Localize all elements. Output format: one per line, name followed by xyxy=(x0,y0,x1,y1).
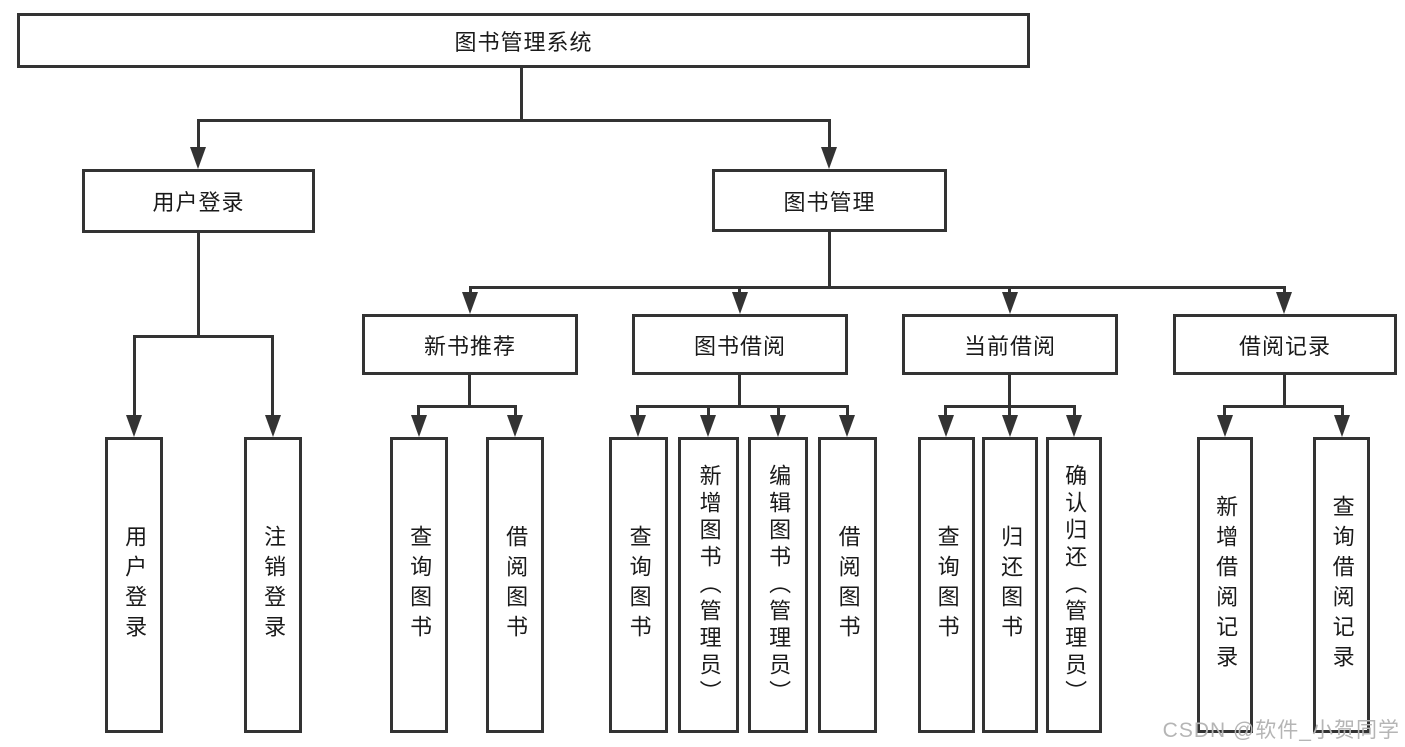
arrow-down-icon xyxy=(265,415,281,437)
connector-drop-leaf xyxy=(514,405,517,417)
connector-drop-leaf xyxy=(636,405,639,417)
leaf-label: 用户登录 xyxy=(122,525,148,645)
arrow-down-icon xyxy=(821,147,837,169)
node-label: 新书推荐 xyxy=(423,333,516,359)
leaf-label: 查询图书 xyxy=(934,525,960,645)
connector-drop-leaf xyxy=(1341,405,1344,417)
connector-root-trunk xyxy=(520,68,523,121)
leaf-label: 注销登录 xyxy=(261,525,287,645)
node-user-login: 用户登录 xyxy=(82,169,315,233)
connector-trunk xyxy=(468,375,471,407)
leaf-borrow-books-recommend: 借阅图书 xyxy=(486,437,544,733)
connector-drop-leaf xyxy=(777,405,780,417)
leaf-query-books-current: 查询图书 xyxy=(918,437,975,733)
leaf-label: 新增借阅记录 xyxy=(1213,495,1239,675)
arrow-down-icon xyxy=(411,415,427,437)
node-label: 图书借阅 xyxy=(693,333,786,359)
node-new-book-recommend: 新书推荐 xyxy=(362,314,578,375)
node-borrow-records: 借阅记录 xyxy=(1173,314,1397,375)
arrow-down-icon xyxy=(1217,415,1233,437)
arrow-down-icon xyxy=(507,415,523,437)
connector-trunk xyxy=(1283,375,1286,407)
arrow-down-icon xyxy=(126,415,142,437)
connector-drop-leaf xyxy=(1008,405,1011,417)
connector-drop-leaf xyxy=(417,405,420,417)
connector-branch xyxy=(1223,405,1344,408)
connector-trunk xyxy=(1008,375,1011,407)
connector-drop-book-borrow xyxy=(738,286,741,294)
connector-drop-leaf xyxy=(271,335,274,417)
arrow-down-icon xyxy=(190,147,206,169)
leaf-label: 查询图书 xyxy=(407,525,433,645)
connector-drop-current-borrow xyxy=(1008,286,1011,294)
node-book-management: 图书管理 xyxy=(712,169,947,232)
connector-drop-leaf xyxy=(133,335,136,417)
arrow-down-icon xyxy=(1002,415,1018,437)
leaf-label: 归还图书 xyxy=(998,525,1024,645)
connector-drop-borrow-records xyxy=(1283,286,1286,294)
leaf-label: 查询借阅记录 xyxy=(1329,495,1355,675)
connector-drop-leaf xyxy=(944,405,947,417)
node-book-borrow: 图书借阅 xyxy=(632,314,848,375)
leaf-label: 借阅图书 xyxy=(503,525,529,645)
arrow-down-icon xyxy=(630,415,646,437)
leaf-add-books-admin: 新增图书（管理员） xyxy=(678,437,739,733)
leaf-label: 查询图书 xyxy=(626,525,652,645)
node-label: 图书管理 xyxy=(783,189,876,215)
connector-drop-leaf xyxy=(1223,405,1226,417)
arrow-down-icon xyxy=(462,292,478,314)
arrow-down-icon xyxy=(770,415,786,437)
connector-user-login-trunk xyxy=(197,233,200,337)
leaf-return-books: 归还图书 xyxy=(982,437,1038,733)
leaf-label: 借阅图书 xyxy=(835,525,861,645)
arrow-down-icon xyxy=(938,415,954,437)
connector-drop-leaf xyxy=(846,405,849,417)
node-current-borrow: 当前借阅 xyxy=(902,314,1118,375)
node-label: 借阅记录 xyxy=(1238,333,1331,359)
leaf-edit-books-admin: 编辑图书（管理员） xyxy=(748,437,808,733)
watermark-text: CSDN @软件_小贺同学 xyxy=(1162,719,1400,742)
arrow-down-icon xyxy=(1002,292,1018,314)
leaf-query-books-recommend: 查询图书 xyxy=(390,437,448,733)
leaf-user-login: 用户登录 xyxy=(105,437,163,733)
leaf-query-borrow-record: 查询借阅记录 xyxy=(1313,437,1370,733)
connector-branch xyxy=(417,405,517,408)
arrow-down-icon xyxy=(700,415,716,437)
node-label: 图书管理系统 xyxy=(454,29,593,55)
node-label: 当前借阅 xyxy=(963,333,1056,359)
connector-level2-branch xyxy=(197,119,831,122)
leaf-query-books-borrow: 查询图书 xyxy=(609,437,668,733)
leaf-logout: 注销登录 xyxy=(244,437,302,733)
arrow-down-icon xyxy=(839,415,855,437)
connector-drop-leaf xyxy=(707,405,710,417)
connector-drop-book-management xyxy=(828,119,831,149)
connector-branch xyxy=(636,405,849,408)
connector-drop-leaf xyxy=(1073,405,1076,417)
node-library-management-system: 图书管理系统 xyxy=(17,13,1030,68)
leaf-label: 确认归还（管理员） xyxy=(1062,463,1088,707)
leaf-label: 编辑图书（管理员） xyxy=(766,463,792,707)
connector-level3-branch xyxy=(469,286,1286,289)
leaf-borrow-books: 借阅图书 xyxy=(818,437,877,733)
connector-drop-user-login xyxy=(197,119,200,149)
connector-book-management-trunk xyxy=(828,232,831,288)
connector-user-login-branch xyxy=(133,335,274,338)
leaf-add-borrow-record: 新增借阅记录 xyxy=(1197,437,1253,733)
leaf-confirm-return-admin: 确认归还（管理员） xyxy=(1046,437,1102,733)
arrow-down-icon xyxy=(1276,292,1292,314)
arrow-down-icon xyxy=(1066,415,1082,437)
connector-drop-new-book xyxy=(469,286,472,294)
connector-trunk xyxy=(738,375,741,407)
arrow-down-icon xyxy=(1334,415,1350,437)
node-label: 用户登录 xyxy=(152,190,245,215)
arrow-down-icon xyxy=(732,292,748,314)
leaf-label: 新增图书（管理员） xyxy=(696,463,722,707)
